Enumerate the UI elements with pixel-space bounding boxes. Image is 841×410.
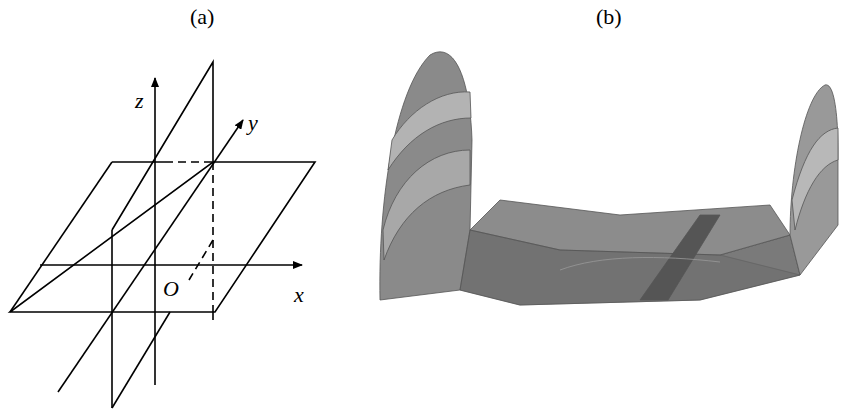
axis-label: y (248, 112, 258, 134)
axis-label: x (294, 284, 304, 306)
planes (10, 62, 315, 408)
surface (380, 52, 838, 305)
panel-label: (b) (596, 6, 622, 28)
axes (40, 78, 302, 392)
panel-label: (a) (190, 6, 214, 28)
axis-label: z (135, 90, 144, 112)
origin-label: O (163, 278, 179, 300)
